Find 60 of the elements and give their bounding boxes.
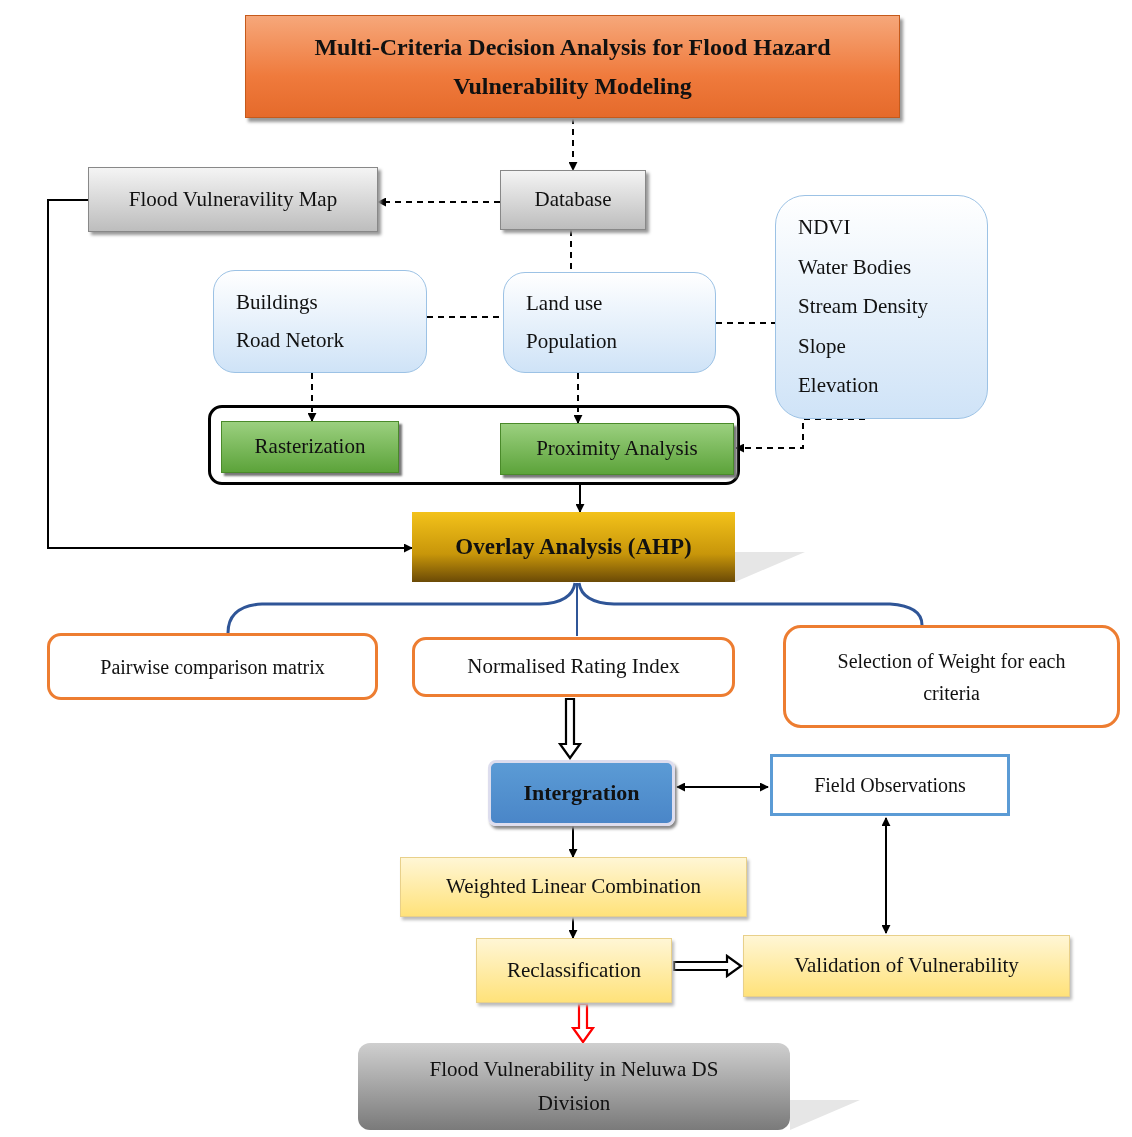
process-box: [476, 938, 672, 1003]
process-box: [221, 421, 399, 473]
label: Flood Vulnerability in Neluwa DS Division: [428, 1055, 720, 1117]
process-box: [400, 857, 747, 917]
process-box: [500, 170, 646, 230]
hollow-arrow: [570, 1002, 596, 1044]
label: Water Bodies: [798, 253, 912, 281]
process-box: [783, 625, 1120, 728]
arrow: [307, 372, 317, 422]
arrow: [568, 825, 578, 858]
hollow-arrow: [557, 697, 583, 760]
list-box: [503, 272, 716, 373]
process-box: [358, 1043, 790, 1130]
label: Weighted Linear Combination: [446, 873, 701, 901]
arrow: [573, 372, 583, 424]
list-box: [775, 195, 988, 419]
label: Normalised Rating Index: [467, 653, 680, 681]
process-box: [245, 15, 900, 118]
heading: Intergration: [523, 779, 640, 808]
label: Reclassification: [506, 956, 642, 984]
process-box: [412, 512, 735, 582]
label: Pairwise comparison matrix: [100, 654, 325, 681]
label: Land use: [526, 289, 603, 317]
arrow: [676, 782, 769, 792]
list-box: [213, 270, 427, 373]
connector-line: [715, 322, 776, 324]
process-box: [88, 167, 378, 232]
arrow: [568, 916, 578, 939]
label: Rasterization: [254, 433, 366, 461]
process-box: [500, 423, 734, 475]
arrow: [377, 197, 501, 207]
heading: Multi-Criteria Decision Analysis for Flood Hazard Vulnerability Modeling: [313, 33, 832, 101]
arrow: [47, 199, 413, 553]
process-box: [743, 935, 1070, 997]
label: Database: [534, 186, 612, 214]
label: Elevation: [798, 372, 879, 400]
arrow: [568, 117, 578, 171]
label: Selection of Weight for each criteria: [836, 648, 1067, 706]
process-box: [412, 637, 735, 697]
brace-line: [226, 582, 577, 634]
process-box: [47, 633, 378, 700]
label: Buildings: [236, 288, 318, 316]
brace-line: [577, 582, 924, 626]
label: Proximity Analysis: [536, 435, 698, 463]
label: Population: [526, 327, 617, 355]
process-box: [770, 754, 1010, 816]
arrow: [881, 817, 891, 934]
label: Flood Vulneravility Map: [128, 185, 338, 213]
heading: Overlay Analysis (AHP): [455, 532, 692, 561]
label: Validation of Vulnerability: [794, 952, 1019, 980]
label: Field Observations: [814, 773, 966, 798]
label: Stream Density: [798, 293, 929, 321]
hollow-arrow: [672, 953, 743, 979]
label: Road Netork: [236, 326, 344, 354]
group-frame: [208, 405, 740, 485]
arrow: [575, 484, 585, 513]
process-box: [488, 760, 675, 826]
connector-line: [576, 582, 578, 637]
label: NDVI: [798, 214, 851, 241]
label: Slope: [798, 332, 846, 360]
